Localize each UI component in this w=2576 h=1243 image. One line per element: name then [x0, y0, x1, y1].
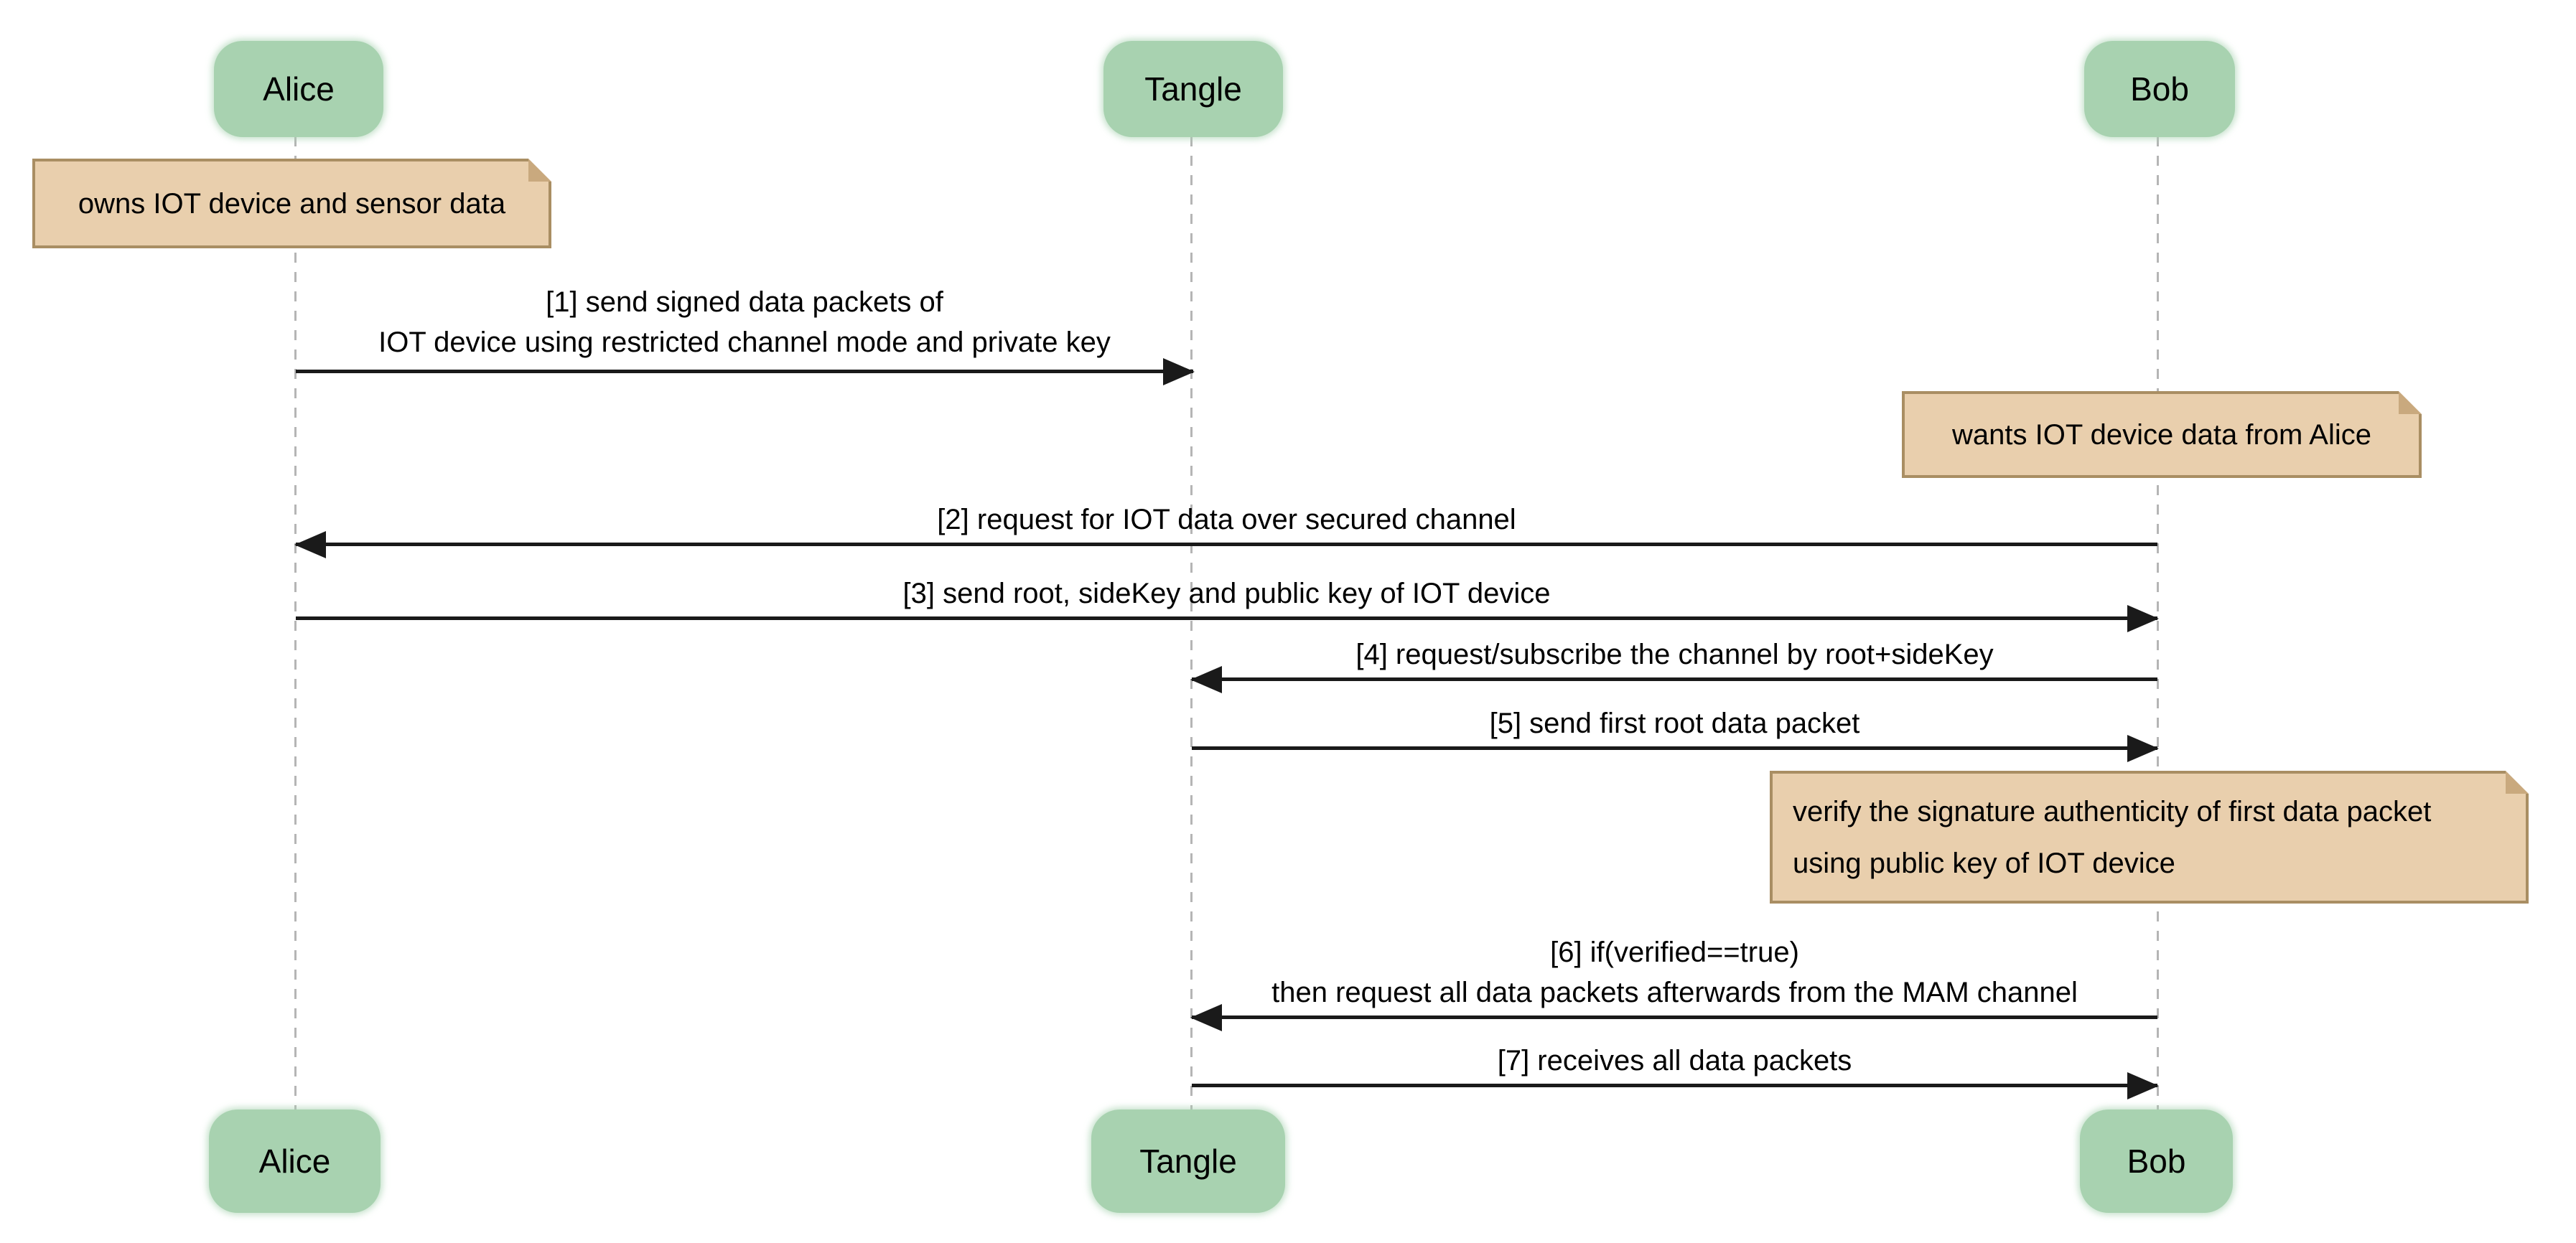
arrowhead-right: [2127, 735, 2159, 762]
message-7-label: [7] receives all data packets: [1497, 1045, 1852, 1077]
message-6-line-1: [6] if(verified==true): [1550, 937, 1799, 968]
arrowhead-right: [2127, 1072, 2159, 1099]
actor-bob-bottom: Bob: [2080, 1110, 2233, 1213]
actor-label: Alice: [263, 70, 335, 108]
message-6-line-2: then request all data packets afterwards…: [1271, 977, 2078, 1008]
actor-tangle-top: Tangle: [1103, 41, 1283, 137]
note-line-2: using public key of IOT device: [1793, 847, 2175, 879]
message-4-label: [4] request/subscribe the channel by roo…: [1355, 639, 1994, 670]
message-5-line: [1192, 746, 2157, 750]
note-wants-iot-data: wants IOT device data from Alice: [1902, 391, 2422, 478]
message-1-line-2: IOT device using restricted channel mode…: [378, 327, 1111, 358]
note-text: owns IOT device and sensor data: [78, 187, 506, 220]
actor-tangle-bottom: Tangle: [1091, 1110, 1285, 1213]
message-7-line: [1192, 1084, 2157, 1087]
message-6-line: [1192, 1015, 2157, 1019]
message-5-label: [5] send first root data packet: [1489, 708, 1860, 739]
message-1-line: [296, 370, 1193, 373]
arrowhead-left: [294, 531, 326, 558]
message-3-line: [296, 616, 2157, 620]
actor-label: Bob: [2130, 70, 2189, 108]
actor-alice-top: Alice: [214, 41, 383, 137]
actor-label: Alice: [258, 1143, 331, 1180]
message-1-label: [1] send signed data packets of IOT devi…: [378, 282, 1111, 362]
actor-label: Tangle: [1139, 1143, 1237, 1180]
message-6-label: [6] if(verified==true) then request all …: [1271, 932, 2078, 1013]
note-text: verify the signature authenticity of fir…: [1793, 786, 2431, 889]
message-2-label: [2] request for IOT data over secured ch…: [937, 504, 1516, 535]
arrowhead-left: [1190, 1004, 1222, 1031]
lifeline-tangle: [1190, 136, 1193, 1110]
actor-bob-top: Bob: [2084, 41, 2235, 137]
actor-label: Tangle: [1144, 70, 1242, 108]
lifeline-alice: [294, 136, 297, 1110]
message-3-label: [3] send root, sideKey and public key of…: [902, 578, 1551, 609]
note-owns-iot-device: owns IOT device and sensor data: [32, 159, 551, 248]
actor-label: Bob: [2127, 1143, 2186, 1180]
actor-alice-bottom: Alice: [209, 1110, 381, 1213]
message-2-line: [296, 543, 2157, 546]
arrowhead-left: [1190, 666, 1222, 693]
message-4-line: [1192, 677, 2157, 681]
note-line-1: verify the signature authenticity of fir…: [1793, 795, 2432, 827]
message-1-line-1: [1] send signed data packets of: [546, 286, 943, 318]
note-verify-signature: verify the signature authenticity of fir…: [1770, 771, 2529, 904]
arrowhead-right: [1163, 358, 1195, 385]
arrowhead-right: [2127, 605, 2159, 632]
note-text: wants IOT device data from Alice: [1952, 418, 2371, 451]
